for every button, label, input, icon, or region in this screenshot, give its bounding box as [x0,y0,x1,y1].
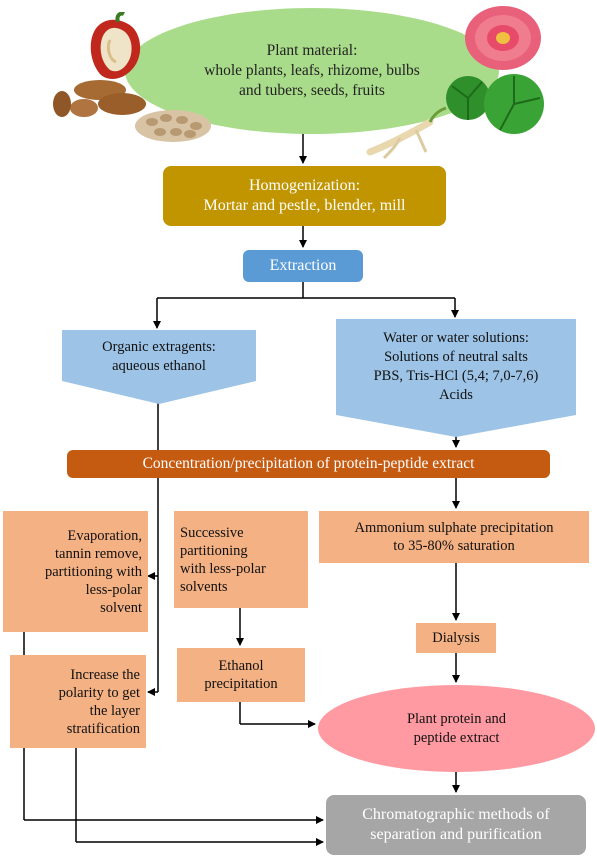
plant-material-line1: whole plants, leafs, rhizome, bulbs [204,62,420,79]
organic-extragents-text: Organic extragents: aqueous ethanol [102,339,216,374]
homogenization-heading: Homogenization: [248,177,361,194]
root-icon [366,106,447,160]
plant-material-heading: Plant material: [266,42,358,59]
bell-pepper-icon [90,12,141,79]
plant-protein-extract-node: Plant protein and peptide extract [318,685,595,772]
water-solutions-shape [336,319,576,437]
beans-icon [135,110,211,142]
concentration-label: Concentration/precipitation of protein-p… [142,455,475,472]
water-solutions-text: Water or water solutions: Solutions of n… [373,330,539,403]
evaporation-box: Evaporation, tannin remove, partitioning… [3,511,148,632]
extraction-box: Extraction [243,250,363,282]
concentration-box: Concentration/precipitation of protein-p… [67,450,550,478]
dialysis-box: Dialysis [416,623,496,653]
homogenization-box: Homogenization: Mortar and pestle, blend… [163,166,446,226]
increase-polarity-box: Increase the polarity to get the layer s… [10,655,146,748]
dialysis-label: Dialysis [432,630,480,646]
ammonium-sulphate-box: Ammonium sulphate precipitation to 35-80… [319,511,589,563]
potatoes-icon [53,80,146,117]
chromatographic-methods-box: Chromatographic methods of separation an… [326,795,586,855]
extraction-label: Extraction [269,257,337,274]
homogenization-detail: Mortar and pestle, blender, mill [203,197,406,214]
leaves-icon [446,74,544,134]
flower-icon [465,6,541,70]
successive-partitioning-box: Successive partitioning with less-polar … [174,511,308,608]
organic-extragents-shape [62,330,256,404]
ethanol-precipitation-box: Ethanol precipitation [177,648,305,702]
plant-material-line2: and tubers, seeds, fruits [239,82,385,99]
